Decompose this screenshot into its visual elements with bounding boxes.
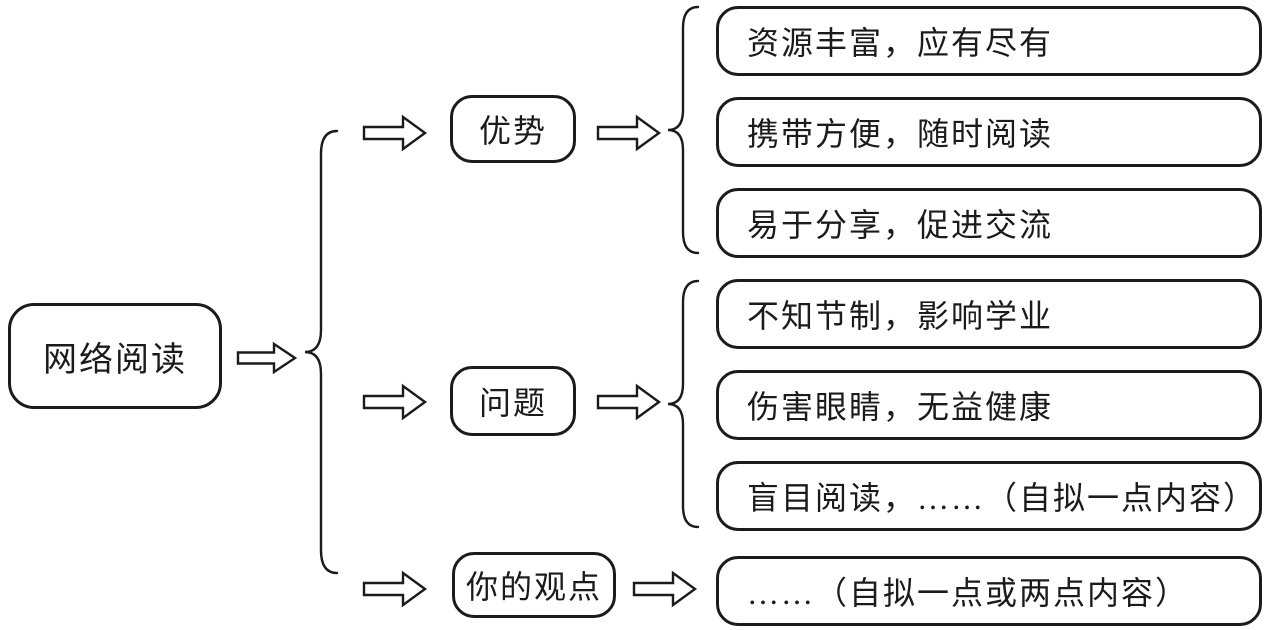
leaf-node: 伤害眼睛，无益健康 xyxy=(716,370,1262,440)
branch-node-your-viewpoint: 你的观点 xyxy=(452,552,616,618)
leaf-node: ……（自拟一点或两点内容） xyxy=(716,556,1262,626)
leaf-node: 携带方便，随时阅读 xyxy=(716,97,1262,167)
arrow-right-icon xyxy=(596,114,662,152)
leaf-label: 携带方便，随时阅读 xyxy=(747,116,1054,152)
leaf-label: 资源丰富，应有尽有 xyxy=(747,25,1054,61)
branch-label: 问题 xyxy=(478,385,547,421)
arrow-right-icon xyxy=(236,341,298,375)
root-node: 网络阅读 xyxy=(8,303,222,409)
leaf-label: 伤害眼睛，无益健康 xyxy=(747,389,1054,425)
arrow-right-icon xyxy=(362,383,428,421)
leaf-node: 资源丰富，应有尽有 xyxy=(716,6,1262,76)
branch-label: 你的观点 xyxy=(465,569,602,605)
branch-node-advantages: 优势 xyxy=(450,95,576,163)
arrow-right-icon xyxy=(632,570,698,608)
arrow-right-icon xyxy=(362,114,428,152)
root-node-label: 网络阅读 xyxy=(43,341,187,379)
main-brace xyxy=(304,129,339,575)
branch-label: 优势 xyxy=(478,113,547,149)
leaf-label: 易于分享，促进交流 xyxy=(747,207,1054,243)
leaf-label: 盲目阅读，……（自拟一点内容） xyxy=(747,480,1258,516)
branch-brace xyxy=(667,5,700,255)
leaf-label: ……（自拟一点或两点内容） xyxy=(747,575,1190,611)
leaf-node: 盲目阅读，……（自拟一点内容） xyxy=(716,461,1262,531)
leaf-node: 易于分享，促进交流 xyxy=(716,188,1262,258)
arrow-right-icon xyxy=(362,570,428,608)
leaf-node: 不知节制，影响学业 xyxy=(716,279,1262,349)
branch-node-problems: 问题 xyxy=(450,366,576,436)
branch-brace xyxy=(667,279,700,529)
arrow-right-icon xyxy=(596,383,662,421)
leaf-label: 不知节制，影响学业 xyxy=(747,298,1054,334)
